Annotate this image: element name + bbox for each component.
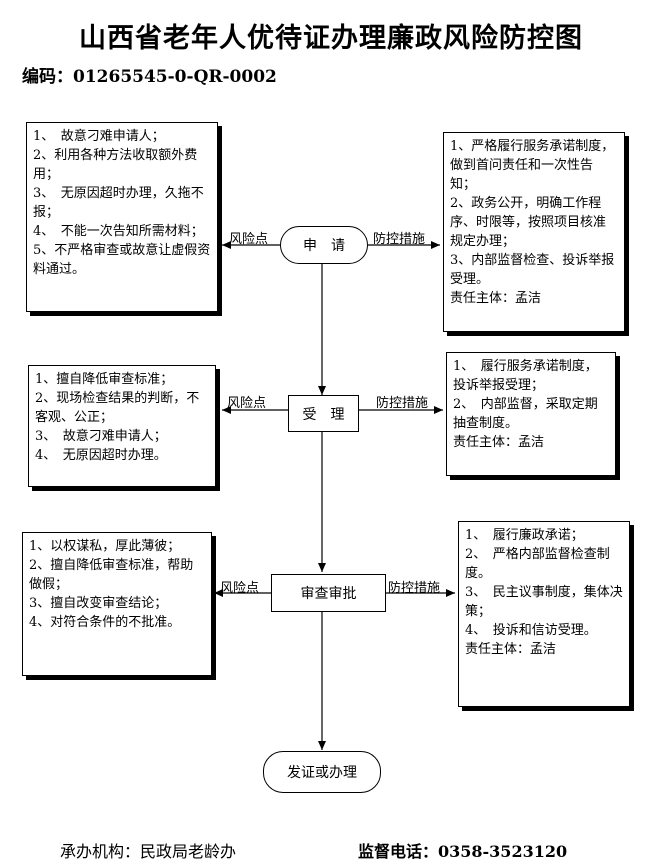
risk-item: 5、不严格审查或故意让虚假资料通过。 bbox=[33, 243, 211, 277]
responsible-person: 责任主体：孟洁 bbox=[453, 435, 545, 450]
step-name: 受 理 bbox=[302, 406, 345, 423]
responsible-person: 责任主体：孟洁 bbox=[465, 642, 557, 657]
risk-box-apply: 1、 故意刁难申请人； 2、利用各种方法收取额外费用； 3、 无原因超时办理，久… bbox=[26, 122, 218, 312]
control-box-accept: 1、 履行服务承诺制度，投诉举报受理； 2、 内部监督，采取定期抽查制度。 责任… bbox=[446, 352, 616, 476]
step-node-accept: 受 理 bbox=[288, 395, 359, 432]
step-node-issue: 发证或办理 bbox=[263, 751, 381, 793]
risk-box-review: 1、以权谋私，厚此薄彼； 2、擅自降低审查标准，帮助做假； 3、擅自改变审查结论… bbox=[22, 532, 212, 676]
risk-item: 1、 故意刁难申请人； bbox=[33, 129, 165, 144]
control-item: 4、 投诉和信访受理。 bbox=[465, 623, 597, 638]
handling-agency: 承办机构：民政局老龄办 bbox=[60, 842, 237, 861]
control-item: 2、 内部监督，采取定期抽查制度。 bbox=[453, 397, 598, 431]
risk-label-accept: 风险点 bbox=[227, 396, 267, 411]
risk-item: 2、现场检查结果的判断，不客观、公正； bbox=[35, 391, 200, 425]
control-label-accept: 防控措施 bbox=[376, 396, 429, 411]
risk-item: 1、以权谋私，厚此薄彼； bbox=[29, 539, 181, 554]
control-item: 1、 履行廉政承诺； bbox=[465, 528, 584, 543]
control-item: 2、 严格内部监督检查制度。 bbox=[465, 547, 610, 581]
risk-item: 2、擅自降低审查标准，帮助做假； bbox=[29, 558, 194, 592]
risk-label-apply: 风险点 bbox=[229, 232, 269, 247]
risk-item: 4、对符合条件的不批准。 bbox=[29, 615, 181, 630]
document-code: 编码：01265545-0-QR-0002 bbox=[22, 67, 277, 87]
control-item: 1、严格履行服务承诺制度，做到首问责任和一次性告知； bbox=[450, 139, 615, 192]
control-label-review: 防控措施 bbox=[388, 581, 441, 596]
control-item: 1、 履行服务承诺制度，投诉举报受理； bbox=[453, 359, 598, 393]
risk-label-review: 风险点 bbox=[220, 581, 260, 596]
risk-box-accept: 1、擅自降低审查标准； 2、现场检查结果的判断，不客观、公正； 3、 故意刁难申… bbox=[28, 365, 216, 487]
control-label-apply: 防控措施 bbox=[373, 232, 426, 247]
control-item: 3、内部监督检查、投诉举报受理。 bbox=[450, 253, 615, 287]
risk-item: 1、擅自降低审查标准； bbox=[35, 372, 174, 387]
risk-item: 3、 无原因超时办理，久拖不报； bbox=[33, 186, 204, 220]
responsible-person: 责任主体：孟洁 bbox=[450, 291, 542, 306]
control-item: 3、 民主议事制度，集体决策； bbox=[465, 585, 623, 619]
control-box-review: 1、 履行廉政承诺； 2、 严格内部监督检查制度。 3、 民主议事制度，集体决策… bbox=[458, 521, 630, 707]
supervision-phone: 监督电话：0358-3523120 bbox=[358, 842, 568, 861]
risk-item: 3、 故意刁难申请人； bbox=[35, 429, 167, 444]
step-name: 申 请 bbox=[303, 238, 345, 254]
risk-item: 2、利用各种方法收取额外费用； bbox=[33, 148, 198, 182]
step-node-apply: 申 请 bbox=[280, 226, 368, 264]
control-item: 2、政务公开，明确工作程序、时限等，按照项目核准规定办理； bbox=[450, 196, 607, 249]
risk-item: 3、擅自改变审查结论； bbox=[29, 596, 168, 611]
step-node-review: 审查审批 bbox=[271, 574, 386, 612]
risk-item: 4、 无原因超时办理。 bbox=[35, 448, 167, 463]
page-title: 山西省老年人优待证办理廉政风险防控图 bbox=[79, 23, 583, 54]
step-name: 发证或办理 bbox=[287, 765, 357, 781]
control-box-apply: 1、严格履行服务承诺制度，做到首问责任和一次性告知； 2、政务公开，明确工作程序… bbox=[443, 132, 625, 332]
risk-item: 4、 不能一次告知所需材料； bbox=[33, 224, 204, 239]
step-name: 审查审批 bbox=[300, 586, 357, 602]
